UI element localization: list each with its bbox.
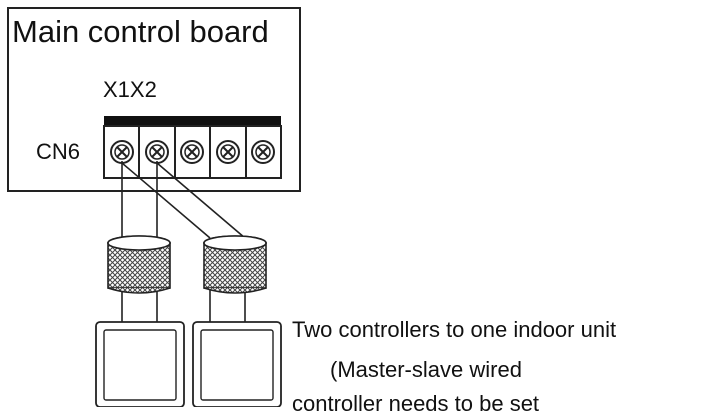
screw-terminal-icon — [145, 140, 169, 164]
connector-label: CN6 — [36, 139, 81, 164]
note-line-3: controller needs to be set — [292, 391, 540, 416]
terminal-block — [103, 116, 282, 179]
screw-terminal-icon — [216, 140, 240, 164]
board-title: Main control board — [12, 14, 269, 49]
wired-controller-icon — [192, 321, 282, 407]
screw-terminal-icon — [180, 140, 204, 164]
screw-terminal-icon — [251, 140, 275, 164]
wire — [156, 162, 246, 239]
wiring-diagram — [95, 116, 282, 407]
note-line-2: (Master-slave wired — [330, 357, 522, 382]
terminal-label: X1X2 — [103, 77, 157, 102]
cable-sleeve-icon — [203, 235, 267, 294]
wired-controller-icon — [95, 321, 185, 407]
wire — [121, 162, 211, 239]
note-line-1: Two controllers to one indoor unit — [292, 317, 617, 342]
terminal-bar — [104, 116, 281, 126]
screw-terminal-icon — [110, 140, 134, 164]
cable-sleeve-icon — [107, 235, 171, 294]
wires — [121, 161, 246, 322]
